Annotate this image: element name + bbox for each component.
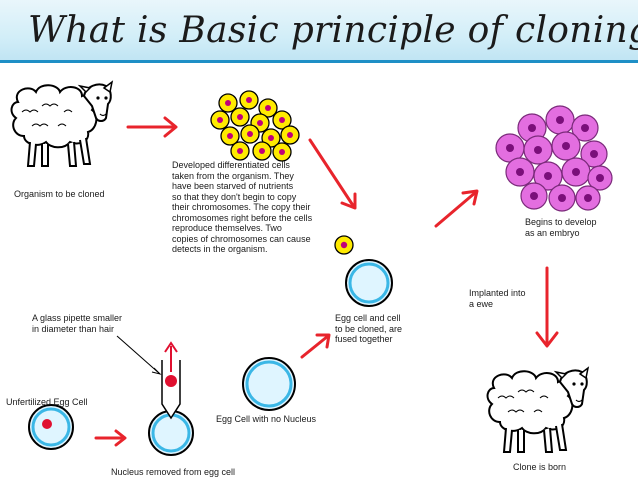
label-pipette: A glass pipette smaller in diameter than… <box>32 313 123 334</box>
unfertilized-egg-icon <box>28 404 74 450</box>
label-no-nucleus: Egg Cell with no Nucleus <box>216 414 317 424</box>
label-unfertilized: Unfertilized Egg Cell <box>6 397 88 407</box>
title-band <box>0 0 638 62</box>
sheep-clone-icon <box>486 367 589 453</box>
slide-title: What is Basic principle of cloning <box>28 10 638 51</box>
label-implanted: Implanted into a ewe <box>469 288 526 309</box>
sheep-organism-icon <box>10 81 113 167</box>
label-cells-taken: Developed differentiated cells taken fro… <box>172 160 313 254</box>
differentiated-cells-cluster <box>210 90 300 162</box>
egg-no-nucleus-icon <box>242 357 296 411</box>
label-fused: Egg cell and cell to be cloned, are fuse… <box>335 313 403 344</box>
arrow-egg-to-pipette <box>94 429 127 447</box>
label-organism: Organism to be cloned <box>14 189 105 199</box>
arrow-fusion-to-embryo <box>434 189 479 228</box>
label-embryo: Begins to develop as an embryo <box>525 217 597 238</box>
fused-egg-cell-icon <box>334 235 393 307</box>
egg-with-pipette-icon <box>116 335 194 456</box>
embryo-cells-cluster <box>495 105 613 212</box>
arrow-organism-to-cells <box>126 116 178 138</box>
arrow-cells-to-fusion <box>308 138 357 210</box>
process-arrows <box>94 116 559 447</box>
arrow-embryo-to-ewe <box>535 266 559 348</box>
title-rule <box>0 60 638 63</box>
label-nucleus-removed: Nucleus removed from egg cell <box>111 467 236 477</box>
arrow-noucleus-to-fusion <box>300 333 331 359</box>
label-clone-born: Clone is born <box>513 462 567 472</box>
